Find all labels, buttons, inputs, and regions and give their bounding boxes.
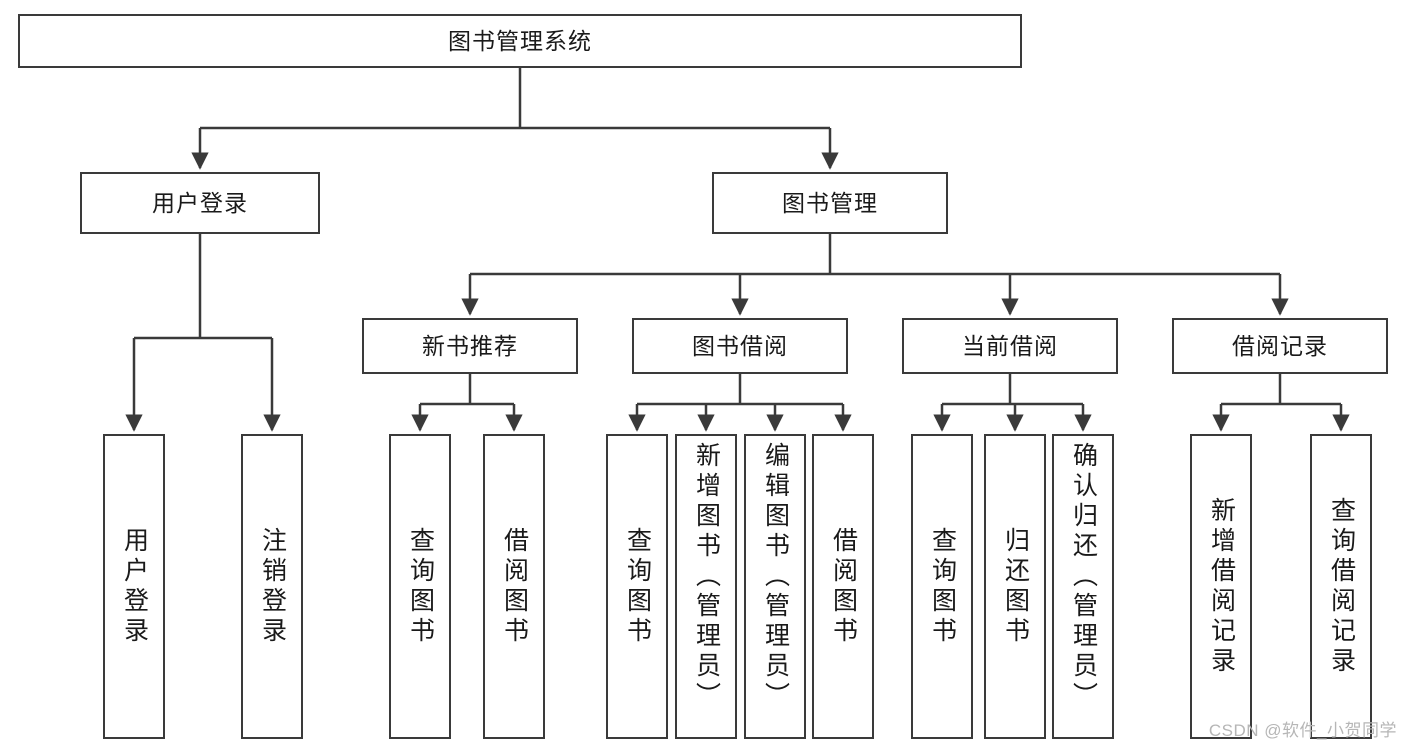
- node-borrow-record-label: 借阅记录: [1232, 332, 1328, 359]
- node-leaf-edit-book-label: 编辑图书（管理员）: [761, 442, 790, 712]
- node-leaf-query-book-1-label: 查询图书: [406, 526, 435, 647]
- node-leaf-user-login-label: 用户登录: [120, 526, 149, 647]
- node-leaf-add-record[interactable]: 新增借阅记录: [1190, 434, 1252, 739]
- node-leaf-query-book-3-label: 查询图书: [928, 526, 957, 647]
- csdn-watermark: CSDN @软件_小贺同学: [1208, 721, 1397, 740]
- node-leaf-return-book-label: 归还图书: [1001, 526, 1030, 647]
- node-leaf-add-book[interactable]: 新增图书（管理员）: [675, 434, 737, 739]
- node-leaf-borrow-book-1[interactable]: 借阅图书: [483, 434, 545, 739]
- node-leaf-user-login[interactable]: 用户登录: [103, 434, 165, 739]
- node-leaf-query-book-1[interactable]: 查询图书: [389, 434, 451, 739]
- node-leaf-query-book-3[interactable]: 查询图书: [911, 434, 973, 739]
- node-root-label: 图书管理系统: [448, 27, 592, 54]
- node-leaf-confirm-return-label: 确认归还（管理员）: [1069, 442, 1098, 712]
- node-user-login-label: 用户登录: [152, 189, 248, 216]
- node-leaf-query-record[interactable]: 查询借阅记录: [1310, 434, 1372, 739]
- node-current-borrow-label: 当前借阅: [962, 332, 1058, 359]
- node-leaf-logout-login-label: 注销登录: [258, 526, 287, 647]
- node-leaf-borrow-book-2[interactable]: 借阅图书: [812, 434, 874, 739]
- node-user-login[interactable]: 用户登录: [80, 172, 320, 234]
- node-leaf-query-record-label: 查询借阅记录: [1327, 496, 1356, 677]
- node-book-borrow[interactable]: 图书借阅: [632, 318, 848, 374]
- node-root[interactable]: 图书管理系统: [18, 14, 1022, 68]
- node-leaf-borrow-book-1-label: 借阅图书: [500, 526, 529, 647]
- node-leaf-add-record-label: 新增借阅记录: [1207, 496, 1236, 677]
- node-current-borrow[interactable]: 当前借阅: [902, 318, 1118, 374]
- node-book-manage-label: 图书管理: [782, 189, 878, 216]
- node-leaf-return-book[interactable]: 归还图书: [984, 434, 1046, 739]
- node-leaf-query-book-2-label: 查询图书: [623, 526, 652, 647]
- node-leaf-edit-book[interactable]: 编辑图书（管理员）: [744, 434, 806, 739]
- node-borrow-record[interactable]: 借阅记录: [1172, 318, 1388, 374]
- node-leaf-confirm-return[interactable]: 确认归还（管理员）: [1052, 434, 1114, 739]
- node-book-borrow-label: 图书借阅: [692, 332, 788, 359]
- node-leaf-add-book-label: 新增图书（管理员）: [692, 442, 721, 712]
- node-book-manage[interactable]: 图书管理: [712, 172, 948, 234]
- node-leaf-logout-login[interactable]: 注销登录: [241, 434, 303, 739]
- node-leaf-borrow-book-2-label: 借阅图书: [829, 526, 858, 647]
- node-leaf-query-book-2[interactable]: 查询图书: [606, 434, 668, 739]
- node-new-book-rec[interactable]: 新书推荐: [362, 318, 578, 374]
- node-new-book-rec-label: 新书推荐: [422, 332, 518, 359]
